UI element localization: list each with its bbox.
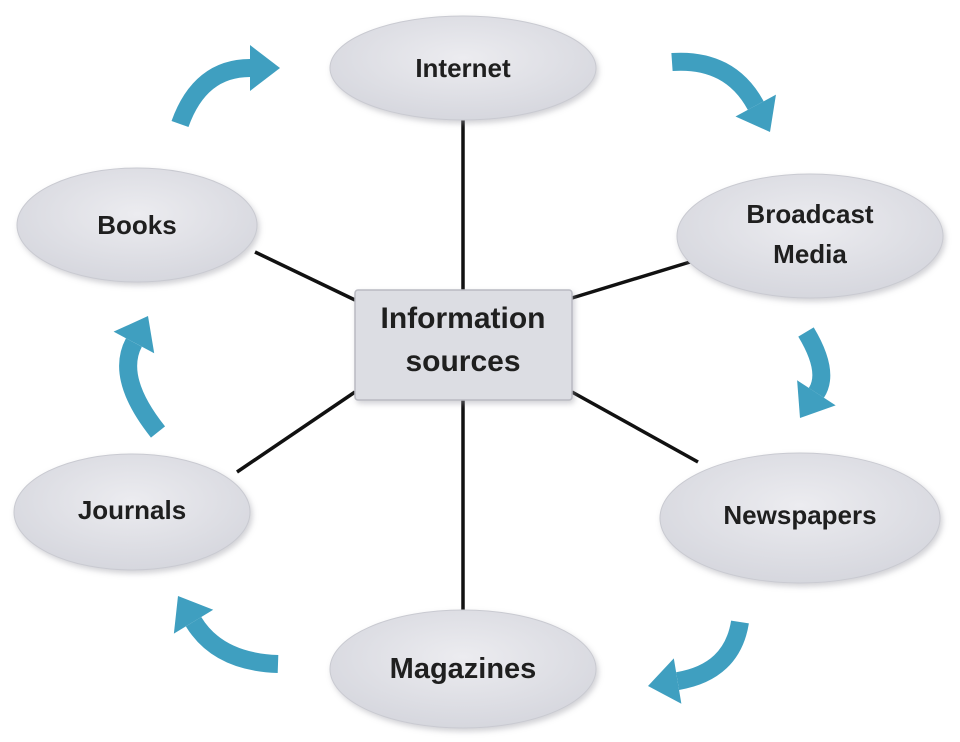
connector-journals (236, 390, 356, 474)
arrow-broadcast-media-to-newspapers (797, 327, 836, 418)
cycle-arrows (113, 45, 836, 704)
node-magazines (329, 609, 597, 729)
node-label-newspapers: Newspapers (723, 500, 876, 530)
node-books (16, 167, 258, 283)
node-label-magazines: Magazines (390, 653, 537, 685)
node-label-broadcast-line1: Broadcast (746, 199, 873, 229)
arrow-internet-to-broadcast-media (671, 52, 776, 132)
center-label-line1: Information (381, 302, 546, 335)
node-internet (329, 15, 597, 121)
node-label-books: Books (97, 210, 176, 240)
connector-books (254, 250, 356, 302)
connector-lines (236, 118, 699, 610)
connector-newspapers (571, 390, 699, 464)
node-label-broadcast-line2: Media (773, 239, 847, 269)
center-label-line2: sources (405, 345, 520, 378)
node-broadcast-media (676, 173, 944, 299)
connector-broadcast-media (571, 260, 691, 300)
arrow-journals-to-books (113, 316, 166, 438)
node-journals (13, 453, 251, 571)
center-box (354, 289, 573, 401)
arrow-books-to-internet (171, 45, 280, 128)
arrow-newspapers-to-magazines (648, 620, 749, 704)
node-newspapers (659, 452, 941, 584)
arrow-magazines-to-journals (173, 596, 279, 673)
node-label-internet: Internet (415, 53, 511, 83)
node-label-journals: Journals (78, 495, 186, 525)
